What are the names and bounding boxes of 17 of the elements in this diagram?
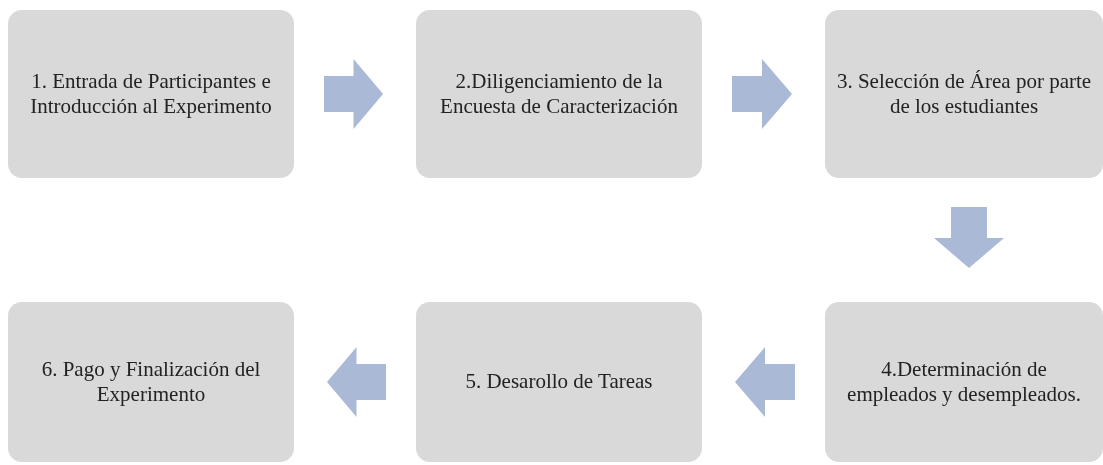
- process-box: [8, 10, 294, 178]
- block-arrow: [735, 347, 795, 417]
- process-box: [825, 302, 1103, 462]
- step-text: 1. Entrada de Participantes e Introducción al Experimento: [29, 68, 273, 120]
- block-arrow: [732, 59, 792, 129]
- step-text: 2.Diligenciamiento de la Encuesta de Caracterización: [439, 68, 679, 120]
- step-text: 6. Pago y Finalización del Experimento: [40, 356, 262, 408]
- process-box: [416, 10, 702, 178]
- process-box: [825, 10, 1103, 178]
- step-text: 5. Desarollo de Tareas: [465, 369, 653, 395]
- block-arrow: [324, 59, 383, 129]
- block-arrow: [327, 347, 386, 417]
- block-arrow: [934, 207, 1004, 268]
- step-text: 4.Determinación de empleados y desempleados.: [846, 356, 1082, 408]
- step-text: 3. Selección de Área por parte de los estudiantes: [835, 68, 1093, 120]
- process-box: [8, 302, 294, 462]
- process-box: [416, 302, 702, 462]
